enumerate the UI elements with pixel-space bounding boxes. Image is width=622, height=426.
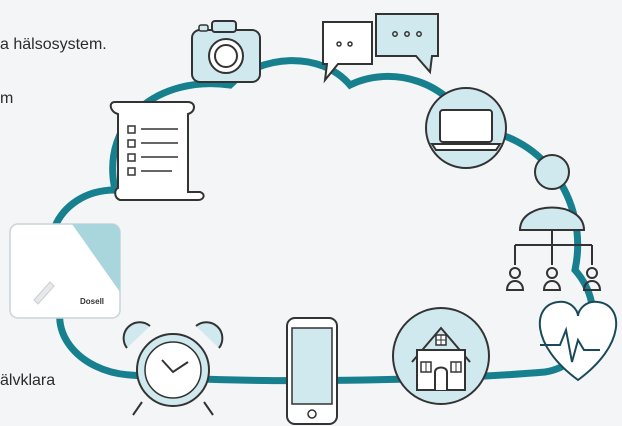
- camera-icon: [191, 20, 261, 83]
- house-icon: [392, 307, 490, 405]
- text-line-3: älvklara: [0, 372, 56, 389]
- user-network-icon: [505, 154, 602, 291]
- heart-pulse-icon: [538, 300, 618, 382]
- smartphone-icon: [286, 317, 338, 425]
- alarm-clock-icon: [122, 321, 224, 416]
- chat-bubbles-icon: [322, 13, 439, 84]
- text-line-2: m: [0, 90, 14, 107]
- dosell-brand-label: Dosell: [80, 297, 104, 306]
- checklist-scroll-icon: [109, 101, 205, 201]
- dosell-device: Dosell: [9, 223, 121, 319]
- text-line-1: a hälsosystem.: [0, 36, 107, 53]
- laptop-icon: [425, 87, 507, 169]
